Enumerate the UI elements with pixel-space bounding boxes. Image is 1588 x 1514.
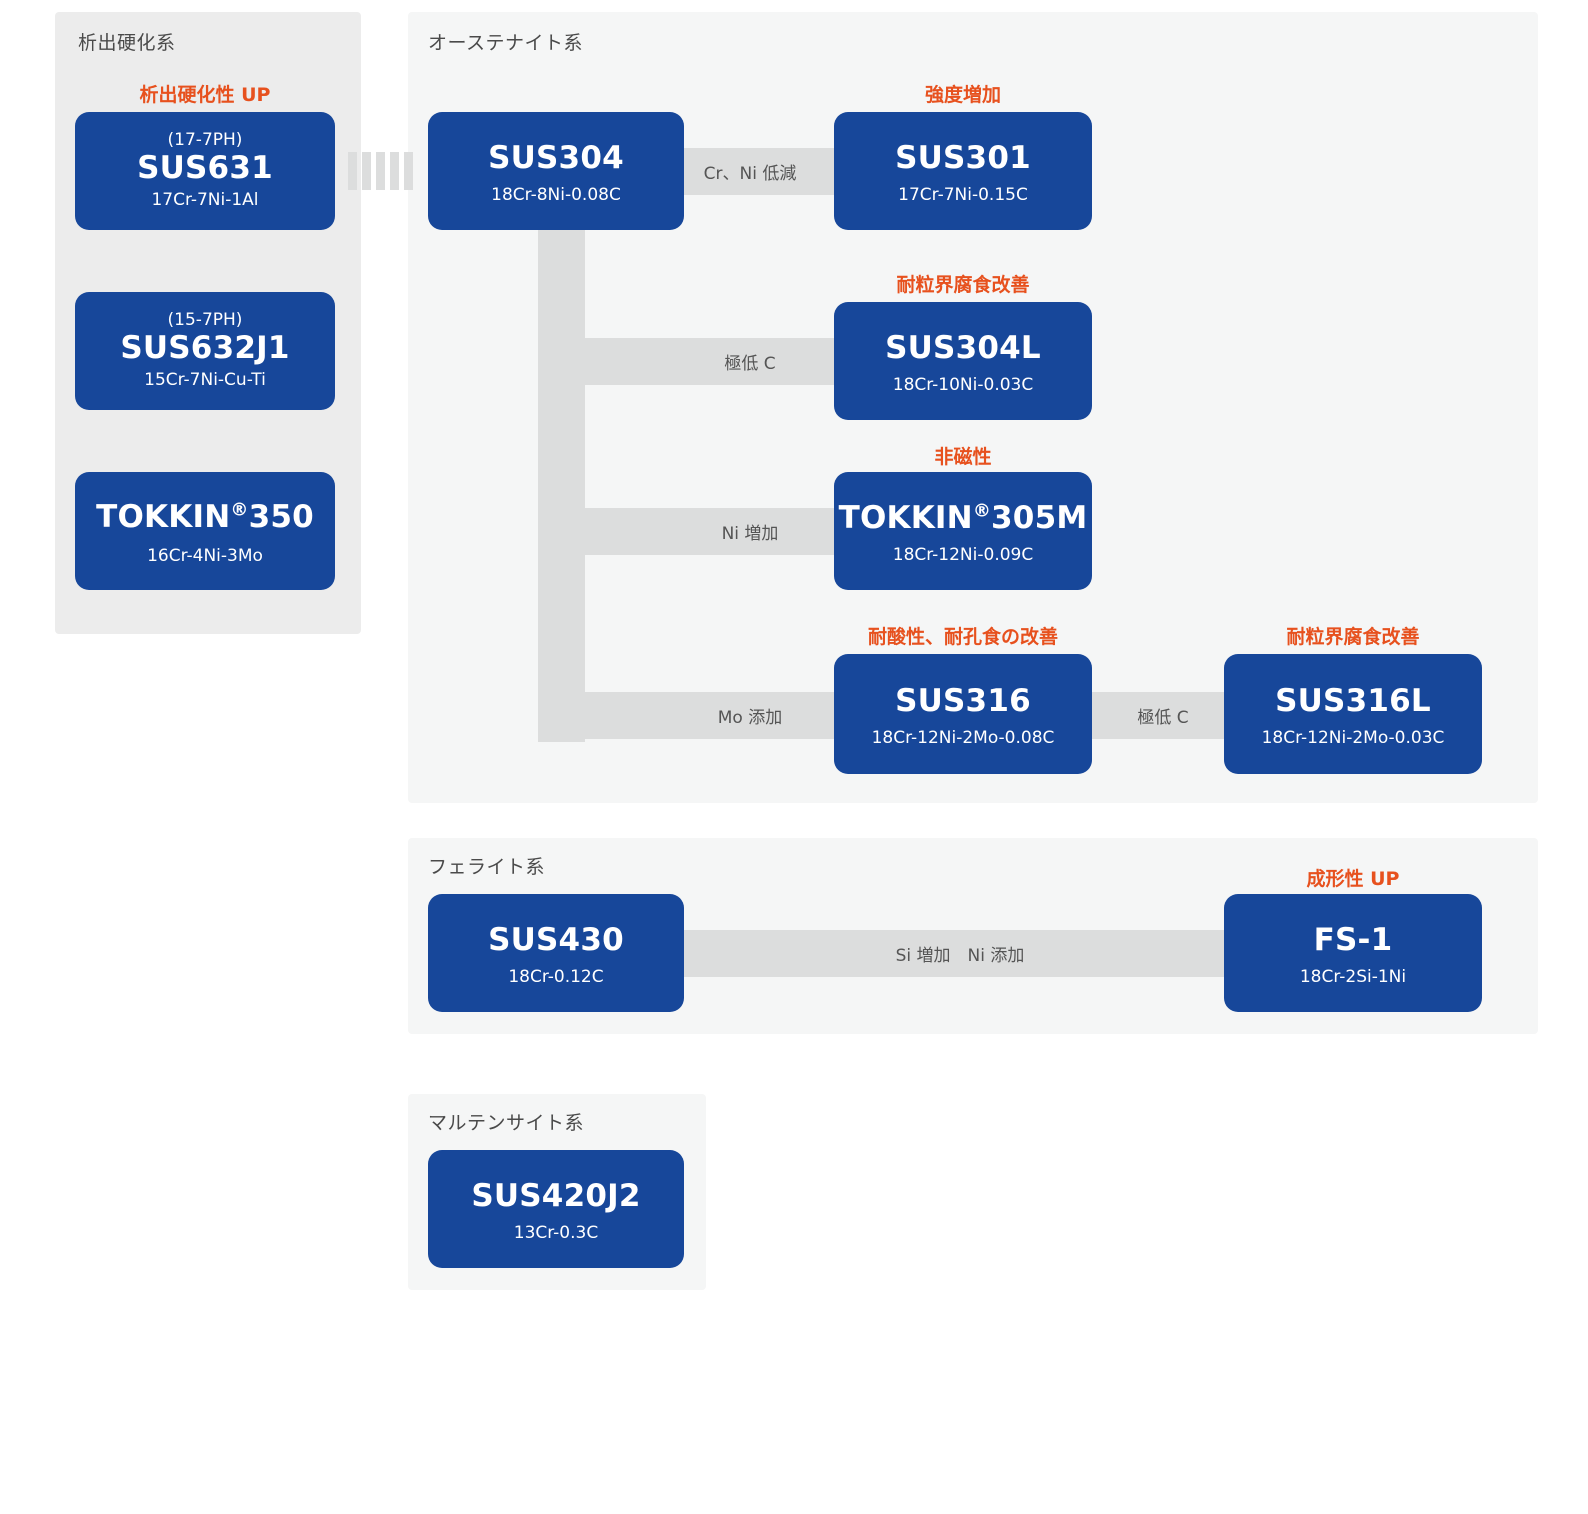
- dashed-connector-segment: [390, 152, 399, 190]
- edge-label-cr-ni-reduce: Cr、Ni 低減: [703, 164, 797, 184]
- panel-title-precipitation: 析出硬化系: [78, 32, 176, 54]
- alloy-composition: 18Cr-12Ni-0.09C: [892, 544, 1034, 565]
- dashed-connector-segment: [362, 152, 371, 190]
- alloy-box-sus631[interactable]: (17-7PH) SUS631 17Cr-7Ni-1Al: [75, 112, 335, 230]
- alloy-composition: 18Cr-12Ni-2Mo-0.08C: [871, 727, 1055, 748]
- alloy-box-sus304[interactable]: SUS304 18Cr-8Ni-0.08C: [428, 112, 684, 230]
- alloy-prefix: (15-7PH): [167, 310, 243, 330]
- caption-sus316l: 耐粒界腐食改善: [1286, 626, 1420, 648]
- alloy-box-sus301[interactable]: SUS301 17Cr-7Ni-0.15C: [834, 112, 1092, 230]
- alloy-name: SUS301: [895, 139, 1031, 176]
- panel-title-martensite: マルテンサイト系: [428, 1112, 585, 1134]
- alloy-name: SUS420J2: [471, 1177, 641, 1214]
- edge-label-mo-add: Mo 添加: [717, 708, 783, 728]
- alloy-box-sus430[interactable]: SUS430 18Cr-0.12C: [428, 894, 684, 1012]
- alloy-name: TOKKIN®350: [96, 498, 314, 535]
- alloy-box-sus316[interactable]: SUS316 18Cr-12Ni-2Mo-0.08C: [834, 654, 1092, 774]
- dashed-connector-segment: [348, 152, 357, 190]
- alloy-composition: 16Cr-4Ni-3Mo: [147, 545, 263, 566]
- alloy-name: SUS632J1: [120, 329, 290, 366]
- alloy-name: SUS304: [488, 139, 624, 176]
- alloy-box-fs1[interactable]: FS-1 18Cr-2Si-1Ni: [1224, 894, 1482, 1012]
- edge-label-ultra-low-c-304l: 極低 C: [724, 354, 776, 374]
- alloy-box-sus316l[interactable]: SUS316L 18Cr-12Ni-2Mo-0.03C: [1224, 654, 1482, 774]
- alloy-name: SUS316L: [1275, 682, 1431, 719]
- dashed-connector-segment: [376, 152, 385, 190]
- alloy-prefix: (17-7PH): [167, 130, 243, 150]
- alloy-name: FS-1: [1313, 921, 1393, 958]
- connector-row-304l: [585, 338, 860, 385]
- panel-title-austenite: オーステナイト系: [428, 32, 584, 54]
- connector-row-305m: [585, 508, 860, 555]
- alloy-composition: 18Cr-10Ni-0.03C: [892, 374, 1034, 395]
- alloy-box-sus420j2[interactable]: SUS420J2 13Cr-0.3C: [428, 1150, 684, 1268]
- alloy-box-sus632j1[interactable]: (15-7PH) SUS632J1 15Cr-7Ni-Cu-Ti: [75, 292, 335, 410]
- caption-sus316: 耐酸性、耐孔食の改善: [867, 626, 1058, 648]
- connector-row-430-fs1: [640, 930, 1280, 977]
- caption-tokkin305m: 非磁性: [934, 446, 992, 468]
- edge-label-ultra-low-c-316l: 極低 C: [1137, 708, 1189, 728]
- alloy-name: TOKKIN®305M: [838, 499, 1088, 536]
- alloy-name: SUS316: [895, 682, 1031, 719]
- alloy-name: SUS430: [488, 921, 624, 958]
- alloy-composition: 18Cr-12Ni-2Mo-0.03C: [1261, 727, 1445, 748]
- caption-sus304l: 耐粒界腐食改善: [896, 274, 1030, 296]
- caption-sus301: 強度増加: [924, 84, 1001, 106]
- alloy-composition: 13Cr-0.3C: [513, 1222, 599, 1243]
- connector-trunk-vertical: [538, 210, 585, 742]
- caption-sus631: 析出硬化性 UP: [139, 84, 271, 106]
- alloy-composition: 18Cr-0.12C: [508, 966, 604, 987]
- alloy-composition: 17Cr-7Ni-0.15C: [898, 184, 1028, 205]
- panel-title-ferrite: フェライト系: [428, 856, 546, 878]
- dashed-connector-segment: [404, 152, 413, 190]
- edge-label-si-ni-add: Si 増加 Ni 添加: [895, 946, 1025, 966]
- alloy-composition: 17Cr-7Ni-1Al: [151, 189, 259, 210]
- connector-row-316: [585, 692, 860, 739]
- caption-fs1: 成形性 UP: [1306, 868, 1400, 890]
- alloy-box-sus304l[interactable]: SUS304L 18Cr-10Ni-0.03C: [834, 302, 1092, 420]
- alloy-name: SUS631: [137, 149, 273, 186]
- edge-label-ni-increase: Ni 増加: [721, 524, 779, 544]
- alloy-composition: 18Cr-8Ni-0.08C: [491, 184, 621, 205]
- alloy-name: SUS304L: [885, 329, 1041, 366]
- alloy-box-tokkin305m[interactable]: TOKKIN®305M 18Cr-12Ni-0.09C: [834, 472, 1092, 590]
- alloy-composition: 15Cr-7Ni-Cu-Ti: [144, 369, 266, 390]
- alloy-box-tokkin350[interactable]: TOKKIN®350 16Cr-4Ni-3Mo: [75, 472, 335, 590]
- alloy-composition: 18Cr-2Si-1Ni: [1299, 966, 1407, 987]
